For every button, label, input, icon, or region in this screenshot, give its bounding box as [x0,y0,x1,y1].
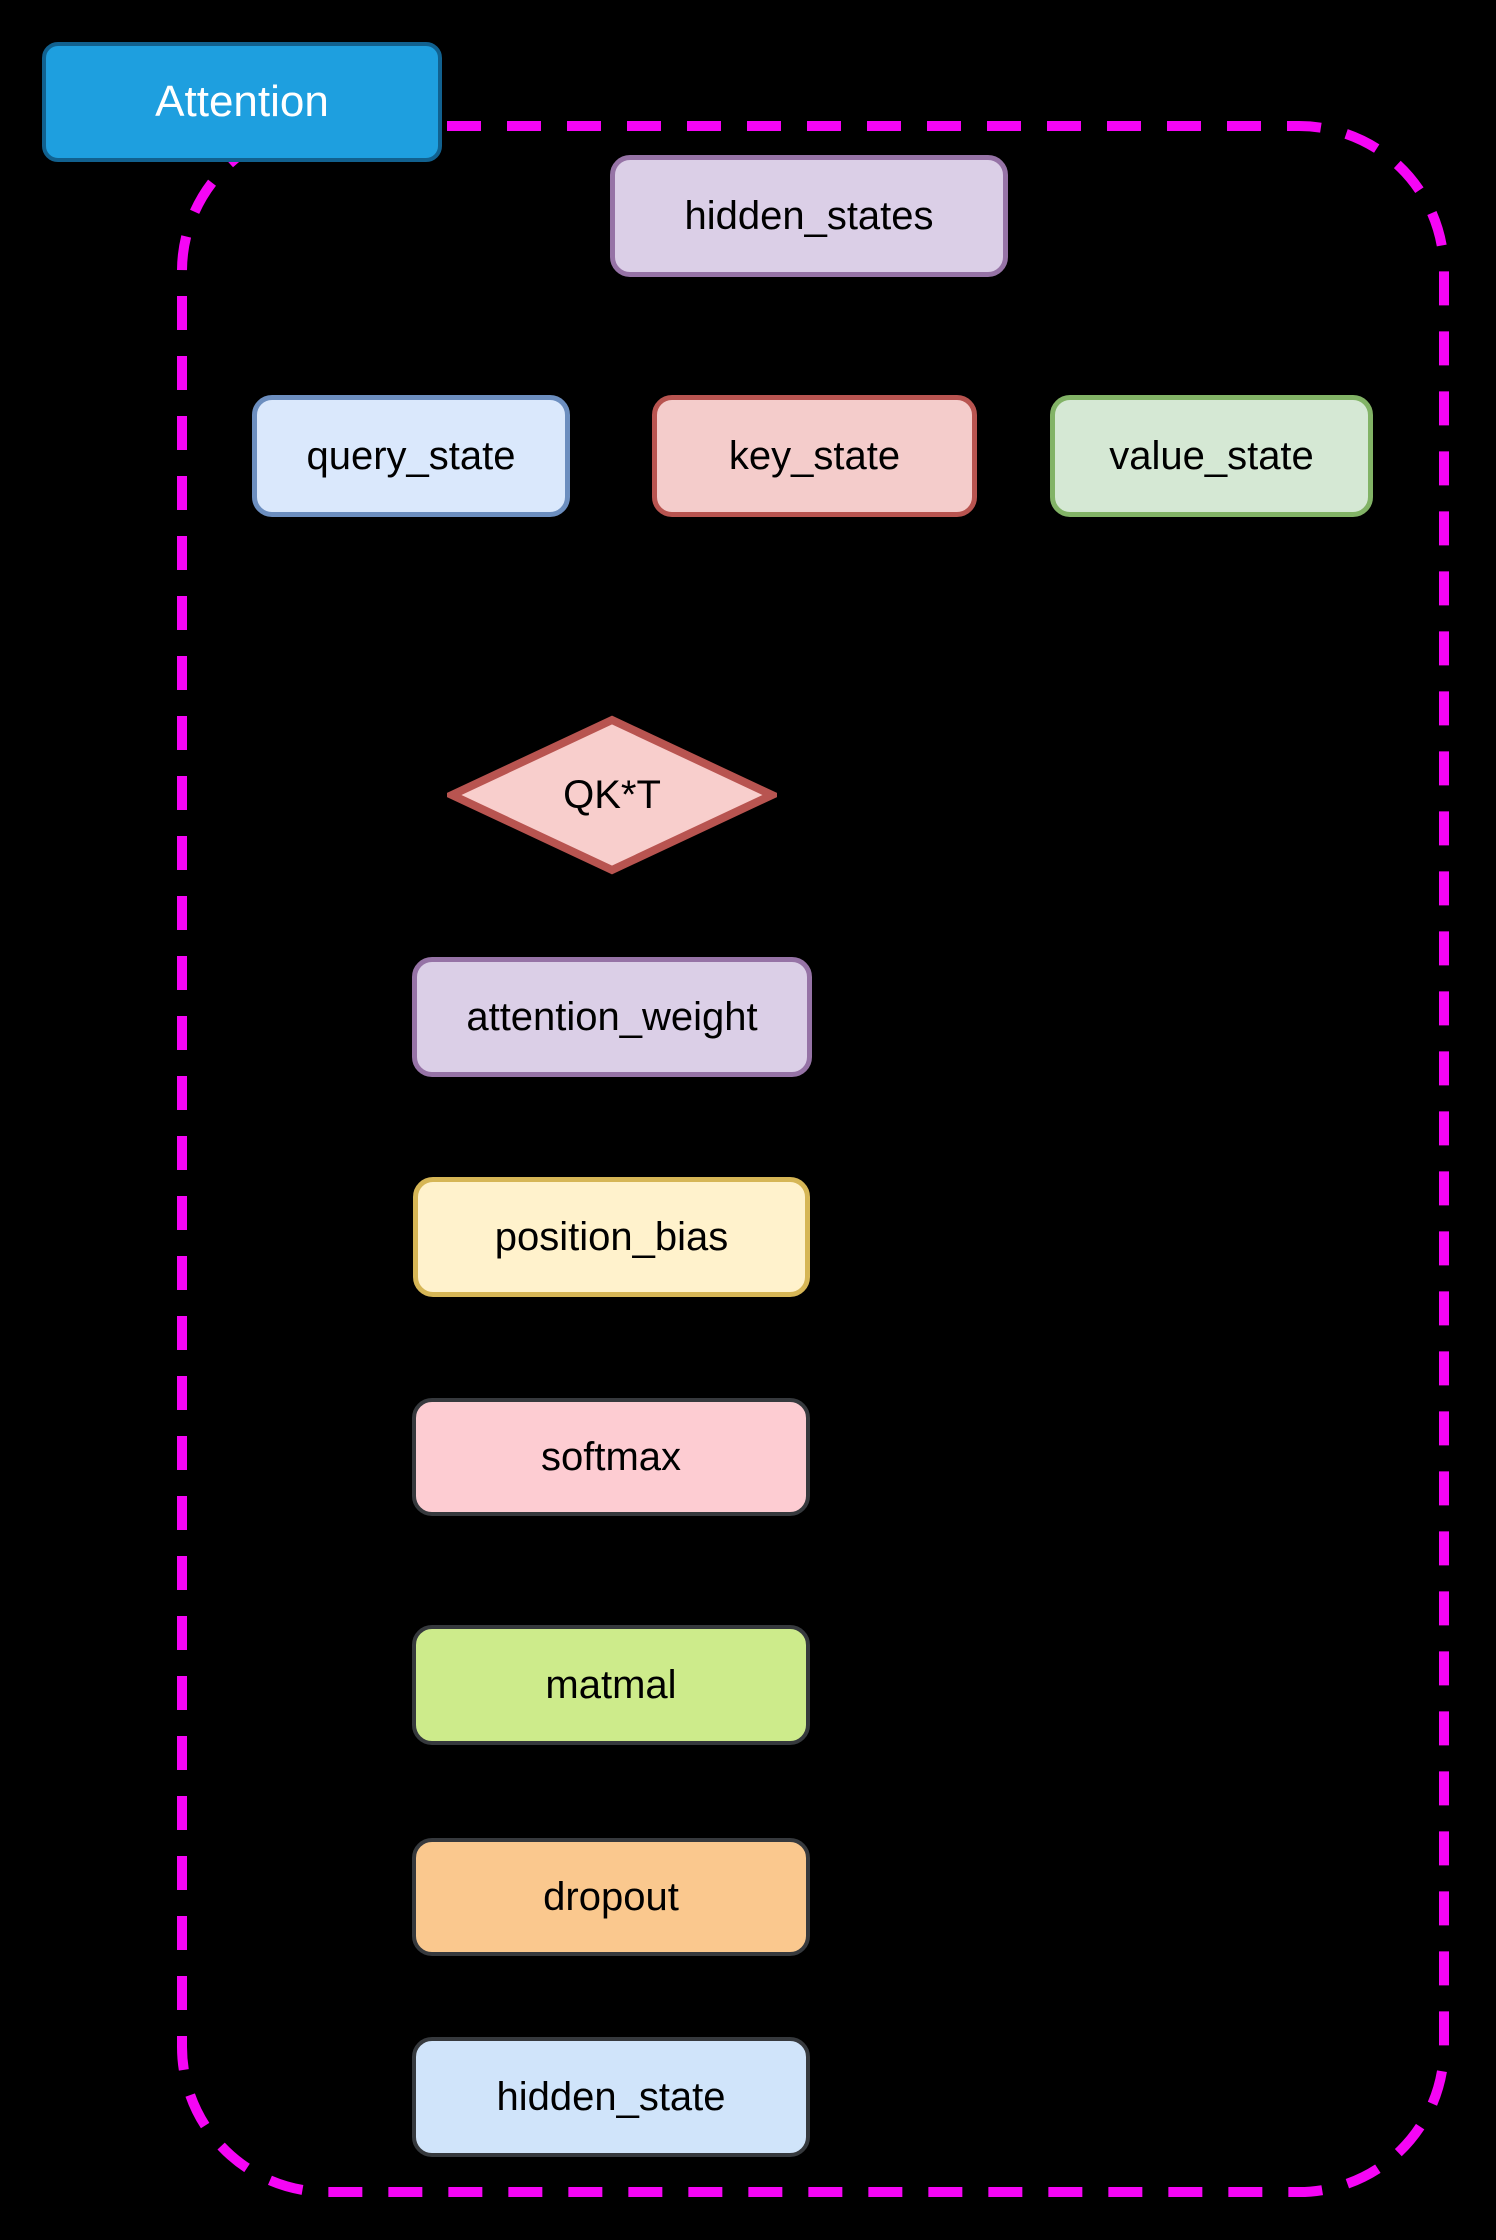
node-hidden-states-label: hidden_states [684,193,934,238]
node-value-state: value_state [1050,395,1373,517]
node-attention-weight: attention_weight [412,957,812,1077]
node-position-bias-label: position_bias [494,1214,729,1259]
node-query-state-label: query_state [306,433,516,478]
node-position-bias: position_bias [413,1177,810,1297]
attention-group-title: Attention [42,42,442,162]
node-attention-weight-label: attention_weight [466,994,758,1039]
node-hidden-state-label: hidden_state [496,2074,726,2119]
node-key-state-label: key_state [728,433,901,478]
attention-group-border [177,121,1449,2197]
node-dropout-label: dropout [543,1874,679,1919]
node-hidden-state: hidden_state [412,2037,810,2157]
node-query-state: query_state [252,395,570,517]
qkt-diamond-shape [447,715,777,875]
node-key-state: key_state [652,395,977,517]
attention-group-title-label: Attention [155,77,329,126]
node-softmax-label: softmax [540,1434,682,1479]
node-dropout: dropout [412,1838,810,1956]
node-value-state-label: value_state [1109,433,1314,478]
node-matmal-label: matmal [545,1662,677,1707]
node-hidden-states: hidden_states [610,155,1008,277]
node-softmax: softmax [412,1398,810,1516]
node-qkt-label: QK*T [563,772,661,817]
node-qkt-diamond: QK*T [447,715,777,875]
node-matmal: matmal [412,1625,810,1745]
